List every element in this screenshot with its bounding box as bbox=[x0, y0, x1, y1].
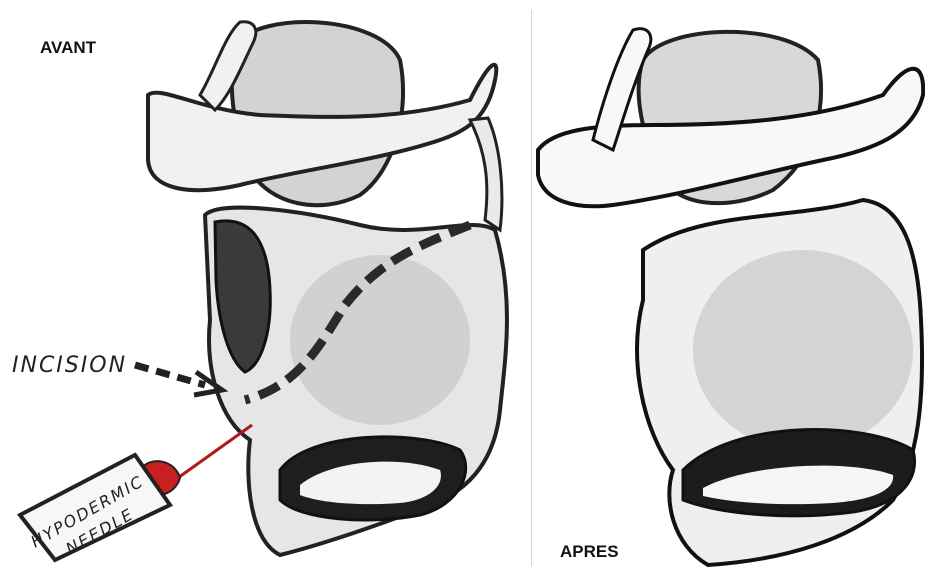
dashed-arrow-icon bbox=[135, 365, 205, 385]
incision-label: INCISION bbox=[12, 353, 127, 378]
after-drawing bbox=[533, 0, 925, 572]
before-drawing: INCISION HYPODERMIC NEEDLE bbox=[0, 0, 530, 572]
thyroid-shade-after bbox=[693, 250, 913, 450]
after-panel bbox=[533, 0, 925, 572]
before-label: AVANT bbox=[40, 38, 96, 58]
thyroid-shade-before bbox=[290, 255, 470, 425]
right-process-before bbox=[470, 118, 502, 230]
panel-divider bbox=[531, 10, 532, 566]
before-panel: INCISION HYPODERMIC NEEDLE bbox=[0, 0, 530, 572]
after-label: APRES bbox=[560, 542, 619, 562]
